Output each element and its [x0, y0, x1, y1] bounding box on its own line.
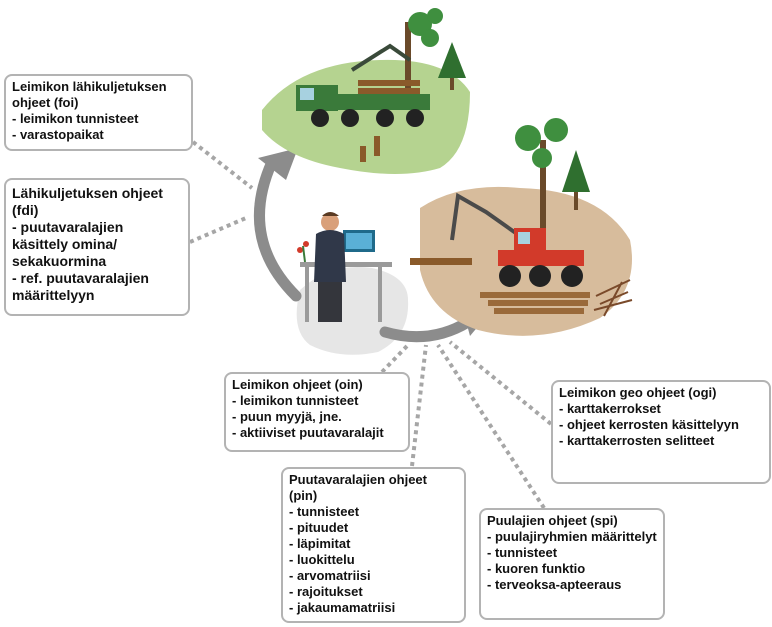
- forwarder-scene: [262, 8, 470, 175]
- connector-fdi: [189, 216, 247, 244]
- cycle-arrows: [253, 156, 474, 343]
- box-spi-item: - kuoren funktio: [487, 561, 586, 576]
- connector-spi: [436, 343, 546, 510]
- box-spi-item: - terveoksa-apteeraus: [487, 577, 622, 592]
- box-ogi: Leimikon geo ohjeet (ogi) - karttakerrok…: [551, 380, 771, 484]
- box-oin-title: Leimikon ohjeet (oin): [232, 377, 363, 392]
- arrow-up: [253, 156, 302, 302]
- box-ogi-item: - karttakerrokset: [559, 401, 661, 416]
- box-ogi-title: Leimikon geo ohjeet (ogi): [559, 385, 717, 400]
- box-pin-item: - luokittelu: [289, 552, 355, 567]
- box-spi-item: - tunnisteet: [487, 545, 558, 560]
- box-oin: Leimikon ohjeet (oin) - leimikon tunnist…: [224, 372, 410, 452]
- box-foi-item: - varastopaikat: [12, 127, 104, 142]
- arrow-up-head: [258, 148, 298, 180]
- connector-foi: [191, 140, 254, 190]
- box-pin-item: - jakaumamatriisi: [289, 600, 396, 615]
- box-foi: Leimikon lähikuljetuksen ohjeet (foi) - …: [4, 74, 193, 151]
- box-pin-item: - läpimitat: [289, 536, 351, 551]
- connector-oin: [380, 343, 410, 374]
- box-fdi-item: - ref. puutavaralajien määrittelyyn: [12, 270, 149, 303]
- box-ogi-item: - karttakerrosten selitteet: [559, 433, 715, 448]
- box-pin-item: - pituudet: [289, 520, 349, 535]
- connector-ogi: [448, 340, 553, 426]
- box-oin-item: - puun myyjä, jne.: [232, 409, 342, 424]
- box-foi-item: - leimikon tunnisteet: [12, 111, 139, 126]
- box-pin: Puutavaralajien ohjeet (pin) - tunnistee…: [281, 467, 466, 623]
- box-fdi: Lähikuljetuksen ohjeet (fdi) - puutavara…: [4, 178, 190, 316]
- arrow-right: [379, 316, 474, 343]
- box-pin-title: Puutavaralajien ohjeet (pin): [289, 472, 427, 503]
- box-spi: Puulajien ohjeet (spi) - puulajiryhmien …: [479, 508, 665, 620]
- box-spi-title: Puulajien ohjeet (spi): [487, 513, 618, 528]
- box-fdi-title: Lähikuljetuksen ohjeet (fdi): [12, 185, 163, 218]
- box-spi-item: - puulajiryhmien määrittelyt: [487, 529, 657, 544]
- box-pin-item: - rajoitukset: [289, 584, 363, 599]
- connector-pin: [410, 344, 428, 467]
- box-pin-item: - arvomatriisi: [289, 568, 371, 583]
- box-ogi-item: - ohjeet kerrosten käsittelyyn: [559, 417, 739, 432]
- box-oin-item: - leimikon tunnisteet: [232, 393, 359, 408]
- box-foi-title: Leimikon lähikuljetuksen ohjeet (foi): [12, 79, 167, 110]
- box-oin-item: - aktiiviset puutavaralajit: [232, 425, 384, 440]
- box-pin-item: - tunnisteet: [289, 504, 360, 519]
- harvester-scene: [410, 118, 633, 336]
- dotted-connectors: [189, 140, 553, 510]
- box-fdi-item: - puutavaralajien käsittely omina/ sekak…: [12, 219, 124, 269]
